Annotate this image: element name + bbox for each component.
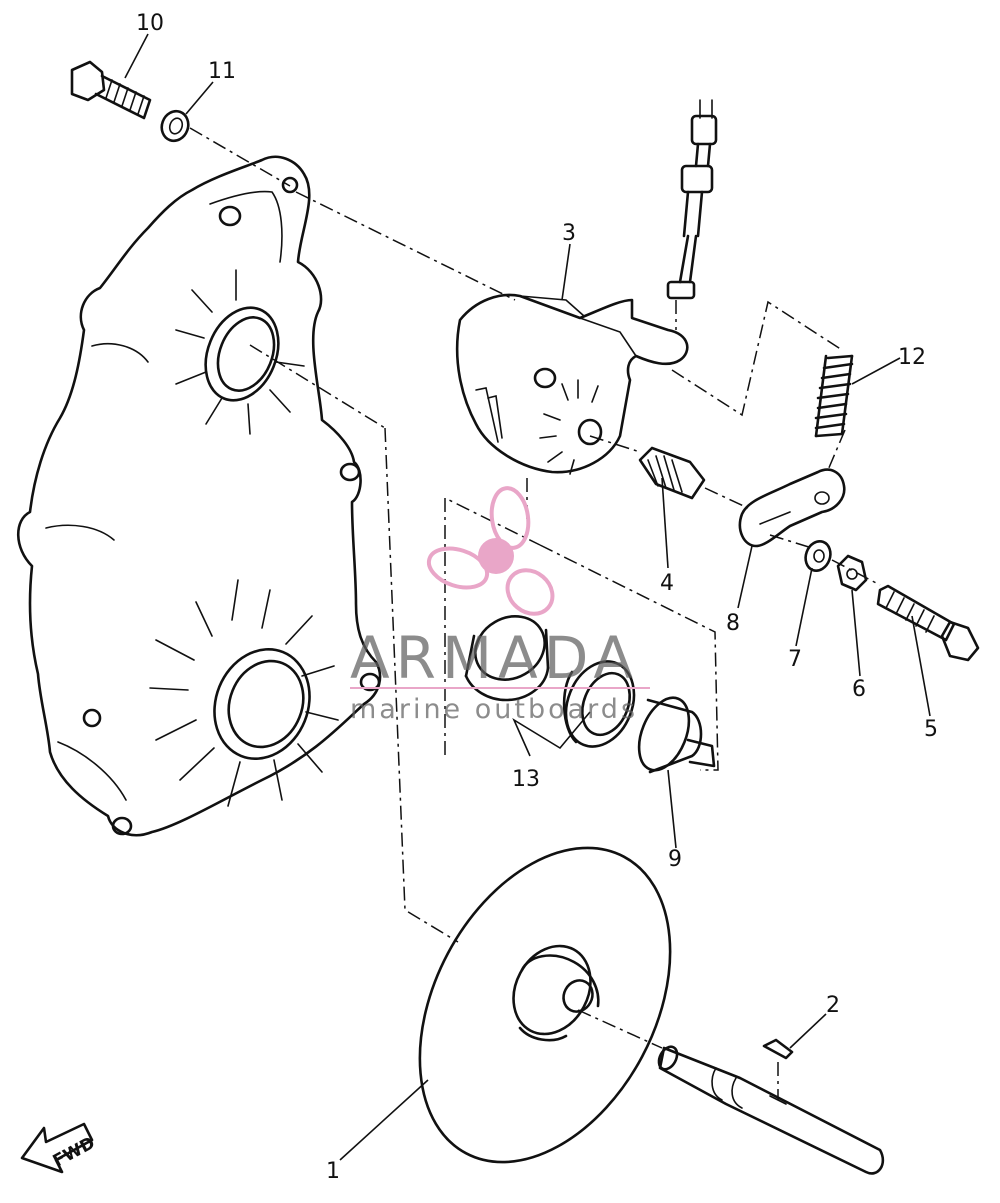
- gear-housing-cover: [17, 155, 382, 837]
- watermark-propeller-icon: [426, 486, 555, 616]
- label-part-11: 11: [208, 59, 236, 84]
- bolt-5: [876, 584, 980, 662]
- slider-4: [638, 446, 706, 500]
- fwd-arrow-icon: FWD: [20, 1122, 99, 1174]
- shift-housing-3: [455, 293, 689, 475]
- label-part-9: 9: [668, 847, 682, 872]
- label-part-2: 2: [826, 993, 840, 1018]
- label-part-3: 3: [562, 221, 576, 246]
- key-2: [762, 1038, 794, 1060]
- bearing-13: [562, 660, 636, 748]
- label-part-8: 8: [726, 611, 740, 636]
- label-part-10: 10: [136, 11, 164, 36]
- label-part-7: 7: [788, 647, 802, 672]
- label-part-12: 12: [898, 345, 926, 370]
- label-part-6: 6: [852, 677, 866, 702]
- label-part-13: 13: [512, 767, 540, 792]
- label-part-5: 5: [924, 717, 938, 742]
- watermark: ARMADA marine outboards: [350, 486, 650, 725]
- washer-7: [804, 540, 832, 572]
- label-part-4: 4: [660, 571, 674, 596]
- lever-8: [738, 468, 846, 548]
- leader-lines: [124, 33, 931, 1161]
- alignment-lines: [189, 127, 881, 1100]
- washer-11: [160, 109, 190, 143]
- shaft: [657, 1045, 885, 1175]
- disc-1: [418, 846, 672, 1164]
- watermark-title: ARMADA: [350, 624, 639, 692]
- shift-cable: [666, 99, 718, 300]
- cam-9: [637, 696, 716, 774]
- fwd-arrow-label: FWD: [50, 1133, 99, 1172]
- bolt-10: [70, 60, 152, 120]
- spring-12: [814, 354, 854, 438]
- label-part-1: 1: [326, 1159, 340, 1184]
- part-labels: 10 11 3 12 4 8 7 6 5 13 9 2 1: [136, 11, 938, 1184]
- watermark-subtitle: marine outboards: [350, 694, 638, 725]
- nut-6: [836, 554, 868, 592]
